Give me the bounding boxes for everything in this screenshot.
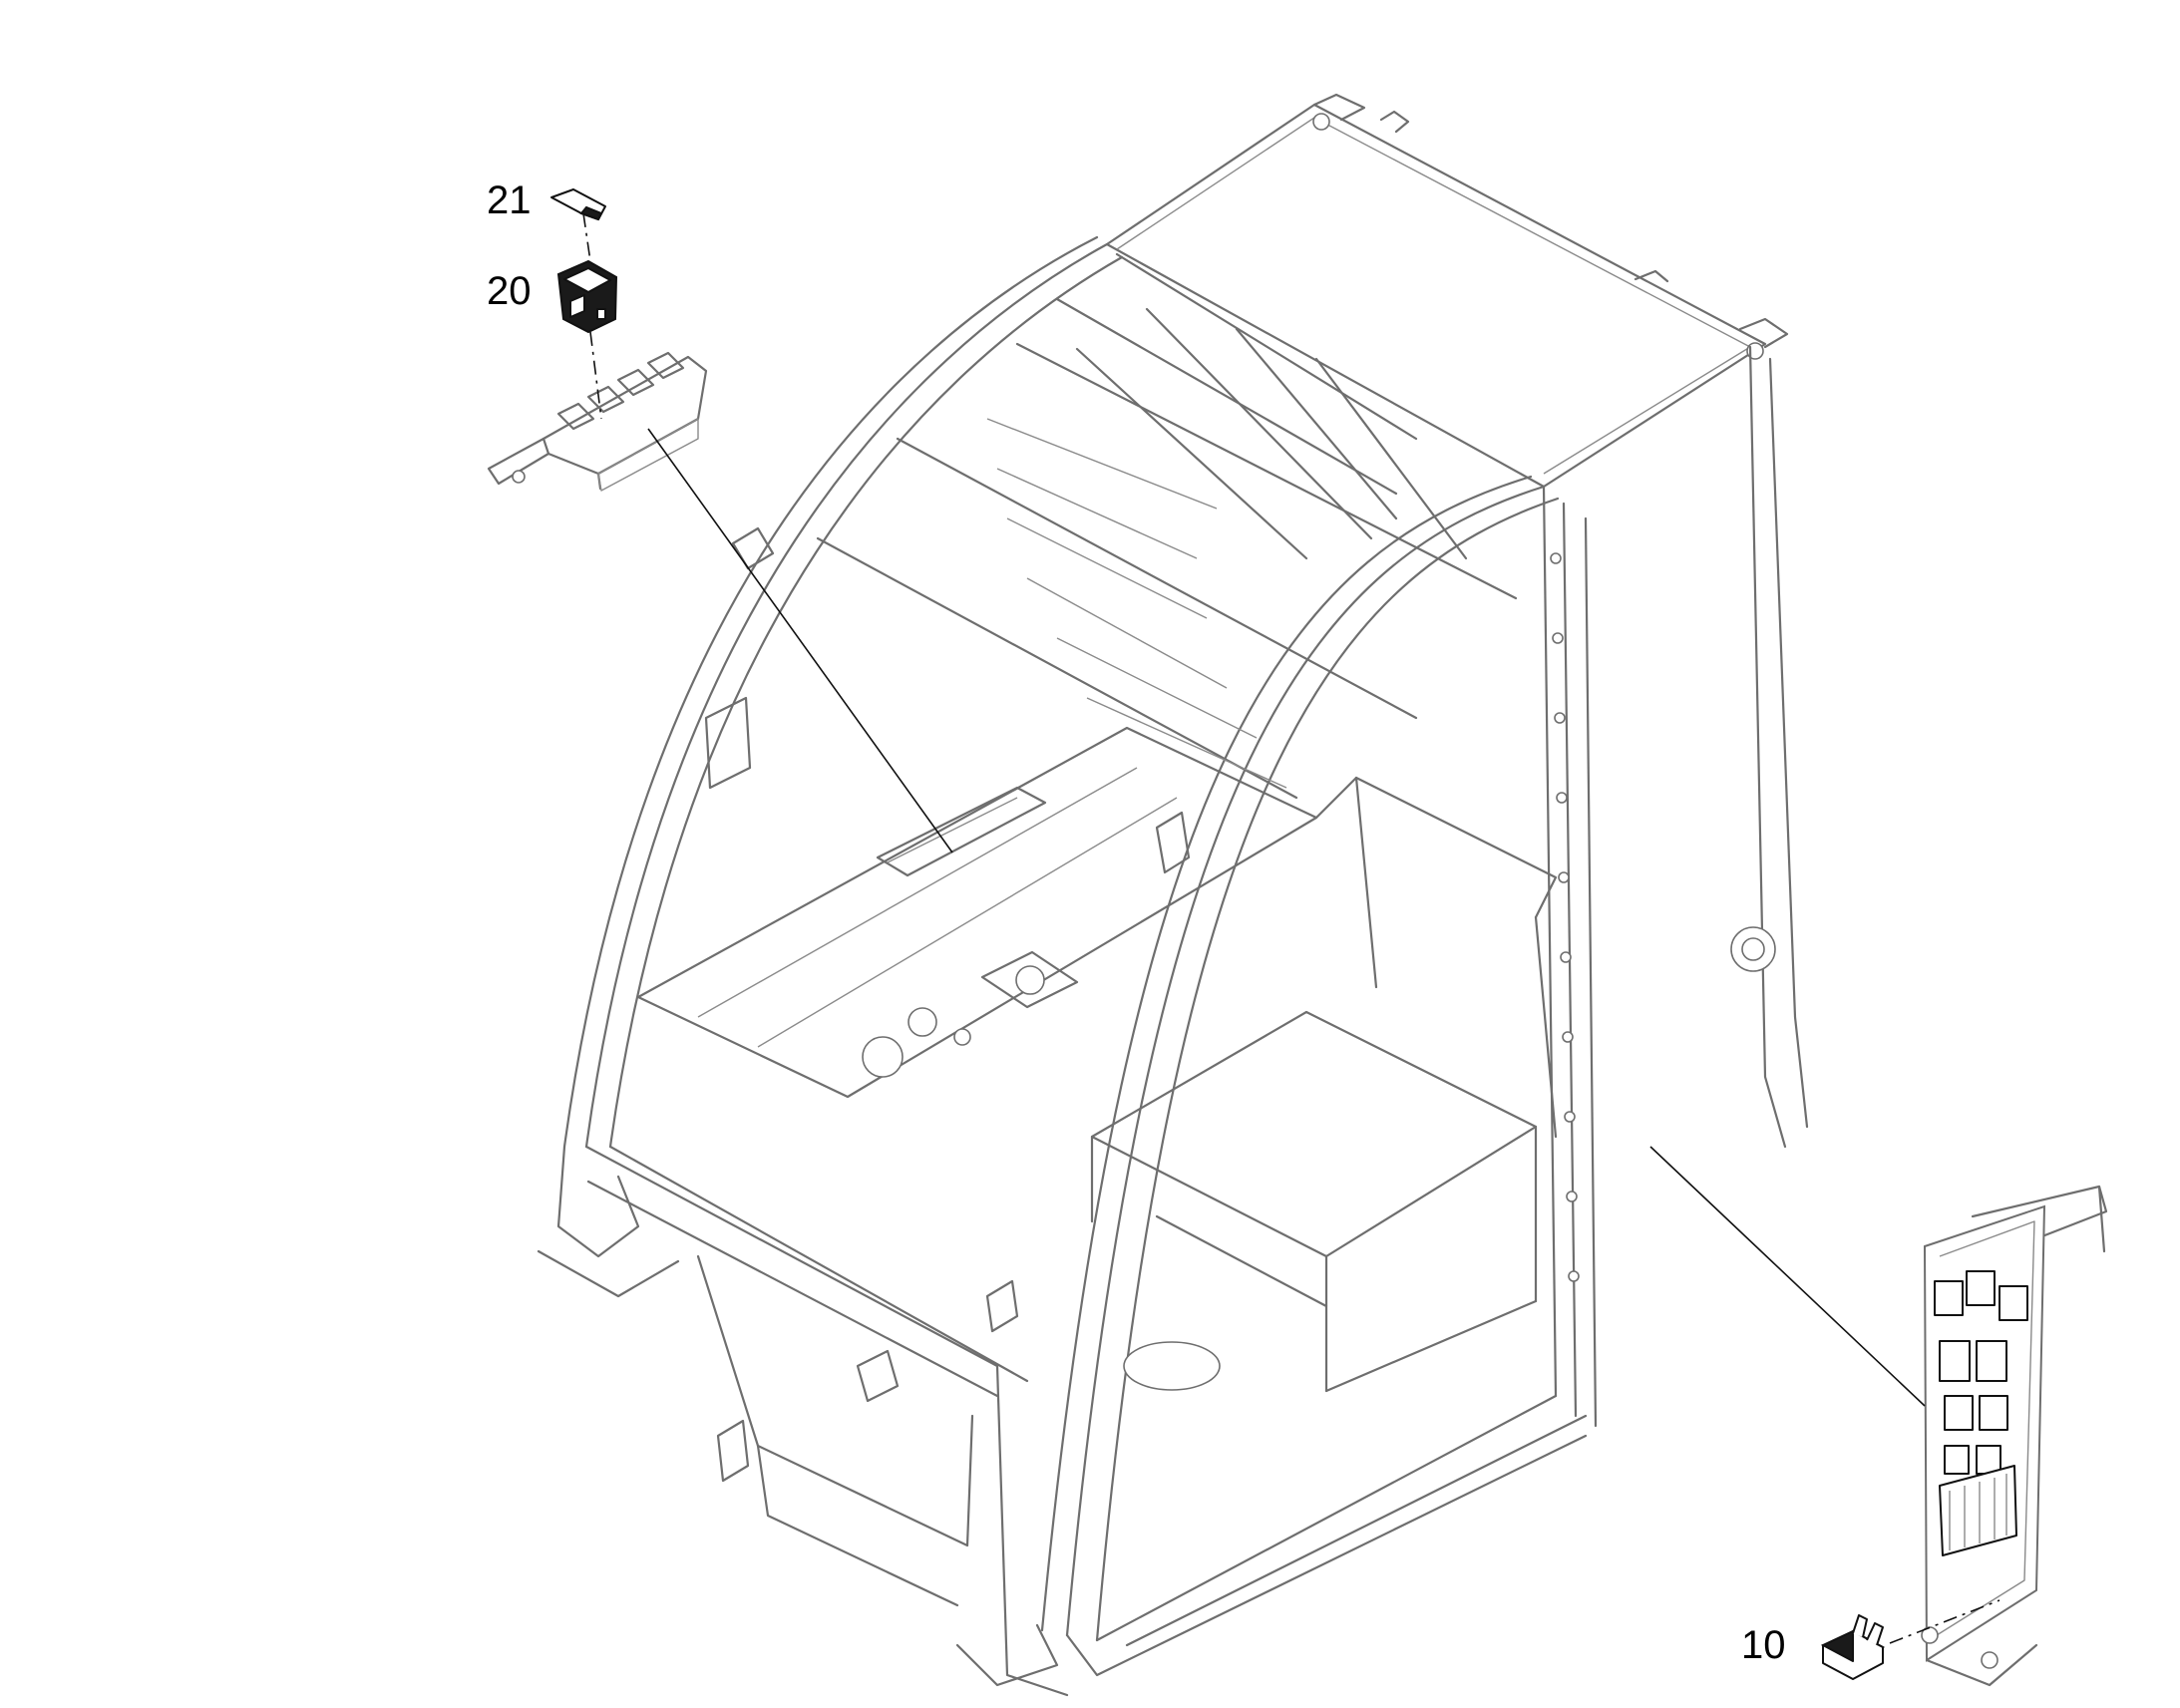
leader-10-board <box>1889 1599 2000 1644</box>
part-21-cap <box>550 188 606 221</box>
leader-board-wall <box>1649 1146 1926 1407</box>
leader-lines <box>582 212 2000 1644</box>
cab-frame <box>537 93 1809 1697</box>
switch-panel-bracket <box>487 351 708 492</box>
part-10-fuse <box>1820 1614 1886 1680</box>
part-20-rocker-switch <box>556 259 618 334</box>
callout-10: 10 <box>1741 1623 1786 1667</box>
callout-21: 21 <box>487 178 532 222</box>
fuse-relay-board <box>1921 1185 2108 1687</box>
leader-21-20 <box>582 212 591 262</box>
callout-20: 20 <box>487 269 532 313</box>
leader-panel-dash <box>647 428 953 854</box>
